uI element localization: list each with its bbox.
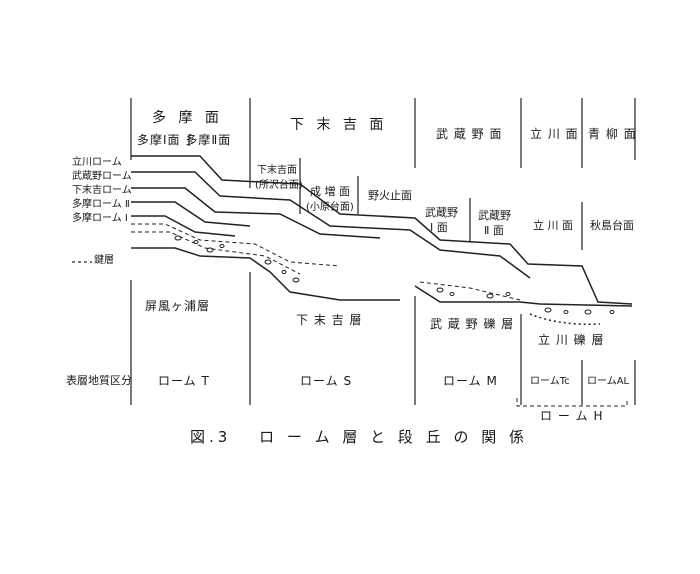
division-loam-m: ローム M (443, 374, 498, 388)
legend-key-bed: 鍵層 (94, 255, 114, 266)
terrace-tama-sub: 多摩Ⅰ面 多摩Ⅱ面 (137, 133, 232, 147)
label-nobidome: 野火止面 (368, 189, 412, 202)
legend-loam-4: 多摩ローム Ⅱ (72, 199, 130, 210)
terrace-aoyagi-header: 青 柳 面 (588, 127, 637, 141)
legend-loam-2: 武蔵野ローム (72, 171, 132, 182)
loam-surface-lines (131, 155, 633, 305)
terrace-musashino-header: 武 蔵 野 面 (436, 127, 503, 141)
stratum-byobugaura: 屏風ヶ浦層 (145, 299, 211, 313)
label-tachikawa-face: 立 川 面 (533, 219, 573, 232)
legend-loam-1: 立川ローム (72, 157, 122, 168)
label-musashino2-b: Ⅱ 面 (484, 224, 504, 237)
gravel-base-lines (131, 247, 633, 307)
label-akishima: 秋島台面 (590, 219, 634, 232)
terrace-tachikawa-header: 立 川 面 (530, 127, 579, 141)
dashed-bands (131, 223, 521, 301)
legend-loam-5: 多摩ローム Ⅰ (72, 213, 128, 224)
division-loam-al: ロームAL (587, 376, 630, 387)
label-musashino2-a: 武蔵野 (478, 209, 511, 222)
label-narimasu: 成 増 面 (310, 185, 350, 198)
key-bed-line (529, 313, 601, 326)
lower-dividers (130, 272, 636, 405)
stratum-tachikawa-gravel: 立 川 礫 層 (538, 333, 605, 347)
column-dividers (130, 98, 636, 250)
division-loam-s: ローム S (300, 374, 353, 388)
label-musashino1-b: Ⅰ 面 (430, 221, 448, 234)
figure-caption: 図.3 ロ ー ム 層 と 段 丘 の 関 係 (190, 428, 528, 446)
group-loam-h: ロ ー ム H (540, 409, 604, 423)
division-loam-t: ローム T (158, 374, 210, 388)
terrace-shimosueyoshi-header: 下 末 吉 面 (290, 117, 388, 133)
terrace-tama-header: 多 摩 面 (152, 110, 223, 126)
division-loam-tc: ロームTc (530, 376, 570, 387)
label-musashino1-a: 武蔵野 (425, 206, 458, 219)
loam-h-bracket (516, 398, 628, 407)
label-tokorozawa: (所沢台面) (255, 180, 303, 191)
label-shimosueyoshi-face: 下末吉面 (257, 165, 297, 176)
stratum-musashino-gravel: 武 蔵 野 礫 層 (430, 317, 515, 331)
label-obara: (小原台面) (306, 202, 354, 213)
stratum-shimosueyoshi: 下 末 吉 層 (296, 313, 363, 327)
legend-loam-3: 下末吉ローム (72, 185, 132, 196)
division-label: 表層地質区分 (66, 374, 132, 387)
gravel-pebbles (174, 235, 615, 315)
